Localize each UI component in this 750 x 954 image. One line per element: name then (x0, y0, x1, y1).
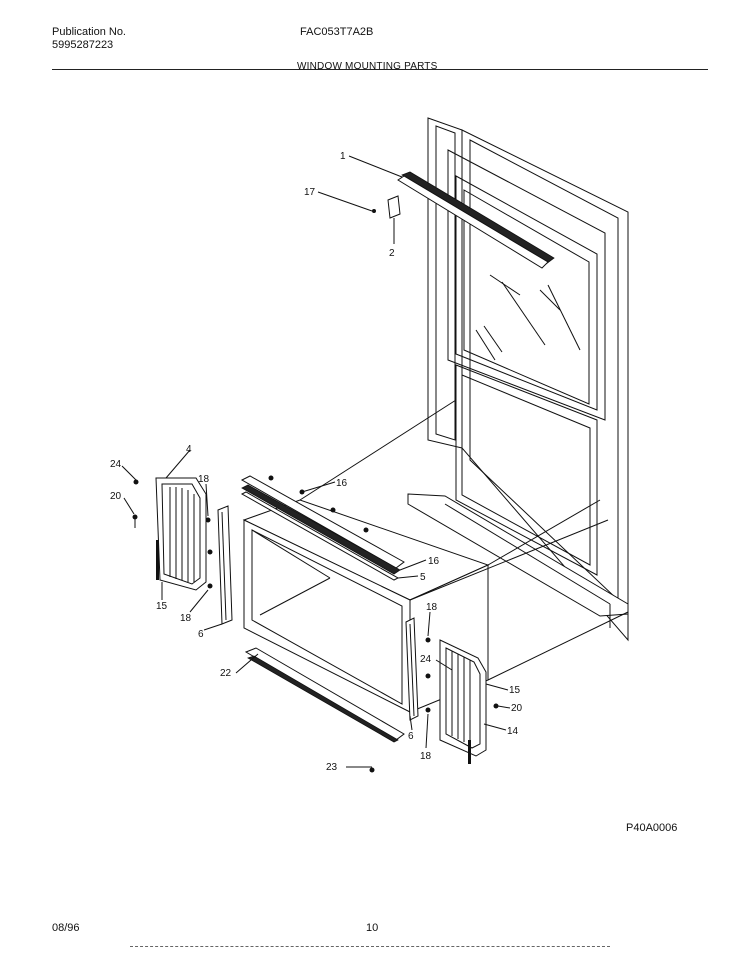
left-accordion-panel (155, 477, 207, 591)
callout-6-right: 6 (408, 731, 414, 742)
right-side-channel (405, 617, 419, 721)
top-seal-strip (397, 171, 555, 269)
callout-6-left: 6 (198, 629, 204, 640)
callout-20-left: 20 (110, 491, 122, 502)
callout-20-right: 20 (511, 703, 523, 714)
window-frame (407, 117, 629, 642)
left-side-channel (217, 505, 233, 625)
callout-24-left: 24 (110, 459, 122, 470)
callout-24-right: 24 (420, 654, 432, 665)
right-accordion-panel (439, 639, 487, 764)
callout-1: 1 (340, 151, 346, 162)
callout-18-left-bottom: 18 (180, 613, 192, 624)
callout-numbers: 1 17 2 4 24 20 18 15 18 6 16 16 5 22 23 … (110, 151, 523, 773)
leader-lines (121, 155, 511, 768)
publication-label: Publication No. (52, 26, 126, 38)
callout-23: 23 (326, 762, 338, 773)
screws (132, 475, 499, 773)
publication-number: 5995287223 (52, 39, 114, 51)
bottom-sill-strip (244, 647, 405, 743)
alignment-lines (299, 399, 629, 681)
callout-14: 14 (507, 726, 519, 737)
mounting-bracket (372, 195, 401, 219)
callout-2: 2 (389, 248, 395, 259)
callout-18-left-top: 18 (198, 474, 210, 485)
callout-4: 4 (186, 444, 192, 455)
footer-rule (130, 946, 610, 947)
section-title: WINDOW MOUNTING PARTS (297, 61, 438, 72)
callout-5: 5 (420, 572, 426, 583)
callout-18-right-bottom: 18 (420, 751, 432, 762)
callout-15-right: 15 (509, 685, 521, 696)
figure-code: P40A0006 (626, 822, 678, 834)
callout-15-left: 15 (156, 601, 168, 612)
callout-22: 22 (220, 668, 232, 679)
callout-18-right-top: 18 (426, 602, 438, 613)
footer-date: 08/96 (52, 922, 80, 934)
callout-17: 17 (304, 187, 316, 198)
callout-16-right: 16 (428, 556, 440, 567)
page-number: 10 (366, 922, 379, 934)
header-rule (52, 69, 708, 70)
model-number: FAC053T7A2B (300, 26, 374, 38)
callout-16-top: 16 (336, 478, 348, 489)
